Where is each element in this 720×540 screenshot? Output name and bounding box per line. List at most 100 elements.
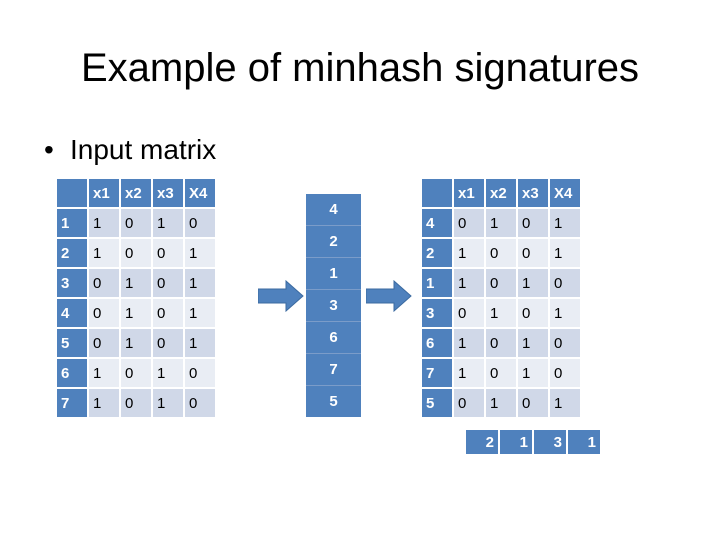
table-row: 1 1 0 1 0 [422, 269, 580, 297]
row-header: 5 [57, 329, 87, 357]
table-cell: 1 [518, 269, 548, 297]
table-cell: 1 [518, 359, 548, 387]
table-cell: 1 [454, 359, 484, 387]
corner-cell [57, 179, 87, 207]
row-header: 7 [57, 389, 87, 417]
column-header-x4: X4 [185, 179, 215, 207]
column-header-x4: X4 [550, 179, 580, 207]
right-arrow-icon [258, 280, 304, 312]
row-header: 1 [422, 269, 452, 297]
table-row: 6 1 0 1 0 [57, 359, 215, 387]
row-header: 1 [57, 209, 87, 237]
table-cell: 1 [550, 239, 580, 267]
signature-values: 2 1 3 1 [466, 430, 600, 454]
table-cell: 0 [153, 269, 183, 297]
table-row: 7 1 0 1 0 [57, 389, 215, 417]
permutation-column: 4 2 1 3 6 7 5 [306, 194, 361, 417]
table-cell: 1 [185, 299, 215, 327]
table-cell: 0 [518, 239, 548, 267]
bullet-dot-icon: • [44, 134, 54, 165]
table-cell: 1 [89, 359, 119, 387]
table-cell: 1 [153, 359, 183, 387]
table-cell: 0 [121, 209, 151, 237]
table-cell: 1 [121, 299, 151, 327]
table-cell: 0 [486, 239, 516, 267]
table-cell: 1 [454, 329, 484, 357]
table-row: 5 0 1 0 1 [57, 329, 215, 357]
permutation-item: 2 [306, 226, 361, 258]
row-header: 6 [57, 359, 87, 387]
table-cell: 1 [550, 299, 580, 327]
table-cell: 1 [486, 299, 516, 327]
table-header-row: x1 x2 x3 X4 [422, 179, 580, 207]
right-arrow-icon [366, 280, 412, 312]
table-cell: 0 [550, 269, 580, 297]
table-cell: 1 [121, 329, 151, 357]
table-cell: 1 [550, 389, 580, 417]
table-cell: 0 [518, 209, 548, 237]
table-cell: 0 [518, 389, 548, 417]
table-cell: 1 [454, 269, 484, 297]
table-cell: 1 [185, 329, 215, 357]
bullet-text: Input matrix [70, 134, 217, 165]
table-cell: 0 [153, 329, 183, 357]
table-row: 1 1 0 1 0 [57, 209, 215, 237]
table-cell: 0 [486, 359, 516, 387]
permutation-item: 7 [306, 354, 361, 386]
table-cell: 0 [153, 239, 183, 267]
table-cell: 0 [454, 209, 484, 237]
input-matrix-table: x1 x2 x3 X4 1 1 0 1 0 2 1 0 0 1 3 0 1 0 … [55, 177, 217, 419]
permutation-item: 4 [306, 194, 361, 226]
column-header-x1: x1 [89, 179, 119, 207]
table-cell: 0 [185, 389, 215, 417]
row-header: 5 [422, 389, 452, 417]
table-cell: 0 [550, 329, 580, 357]
table-row: 3 0 1 0 1 [57, 269, 215, 297]
table-row: 6 1 0 1 0 [422, 329, 580, 357]
table-cell: 1 [486, 209, 516, 237]
table-cell: 1 [121, 269, 151, 297]
table-cell: 1 [185, 239, 215, 267]
table-cell: 1 [185, 269, 215, 297]
table-row: 4 0 1 0 1 [57, 299, 215, 327]
table-row: 5 0 1 0 1 [422, 389, 580, 417]
table-cell: 0 [486, 269, 516, 297]
table-row: 2 1 0 0 1 [57, 239, 215, 267]
table-cell: 0 [454, 389, 484, 417]
table-cell: 1 [518, 329, 548, 357]
table-cell: 0 [518, 299, 548, 327]
table-cell: 0 [486, 329, 516, 357]
table-cell: 0 [185, 209, 215, 237]
table-cell: 0 [550, 359, 580, 387]
row-header: 4 [422, 209, 452, 237]
column-header-x1: x1 [454, 179, 484, 207]
table-cell: 0 [153, 299, 183, 327]
row-header: 4 [57, 299, 87, 327]
row-header: 2 [422, 239, 452, 267]
table-cell: 1 [89, 239, 119, 267]
signature-row: 2 1 3 1 [464, 428, 602, 456]
row-header: 2 [57, 239, 87, 267]
table-cell: 1 [486, 389, 516, 417]
column-header-x3: x3 [153, 179, 183, 207]
row-header: 7 [422, 359, 452, 387]
table-cell: 0 [89, 269, 119, 297]
table-row: 2 1 0 0 1 [422, 239, 580, 267]
permutation-item: 6 [306, 322, 361, 354]
slide-title: Example of minhash signatures [80, 46, 640, 90]
row-header: 3 [57, 269, 87, 297]
table-header-row: x1 x2 x3 X4 [57, 179, 215, 207]
table-cell: 1 [153, 209, 183, 237]
signature-x1: 2 [466, 430, 498, 454]
table-cell: 0 [89, 329, 119, 357]
column-header-x3: x3 [518, 179, 548, 207]
row-header: 3 [422, 299, 452, 327]
table-row: 3 0 1 0 1 [422, 299, 580, 327]
table-row: 4 0 1 0 1 [422, 209, 580, 237]
column-header-x2: x2 [121, 179, 151, 207]
table-cell: 1 [153, 389, 183, 417]
table-cell: 1 [550, 209, 580, 237]
table-cell: 0 [121, 239, 151, 267]
table-cell: 0 [121, 389, 151, 417]
permutation-item: 5 [329, 393, 338, 410]
